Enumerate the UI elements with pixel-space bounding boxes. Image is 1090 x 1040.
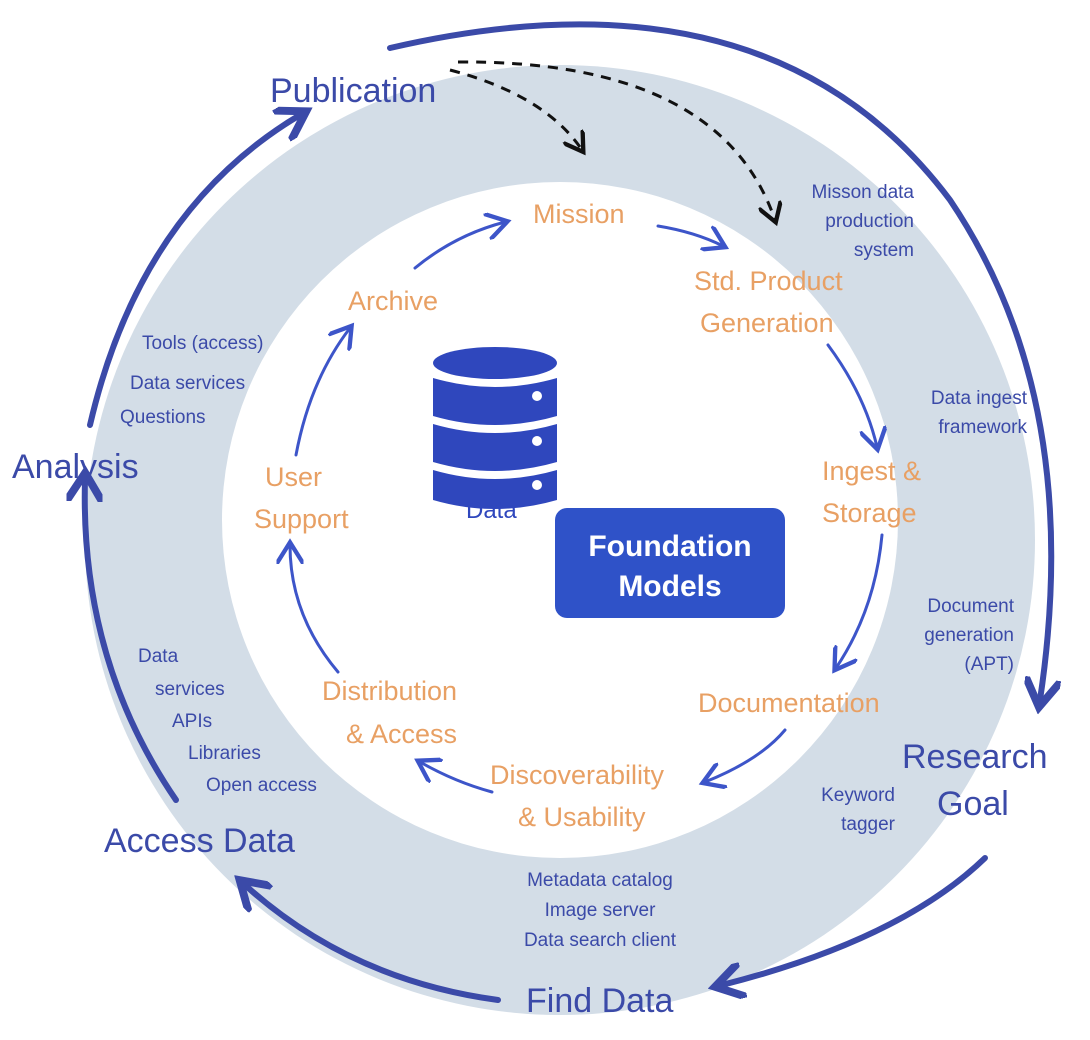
ingest-label-line2: Storage	[822, 498, 917, 528]
note-access-tools-line: services	[155, 679, 225, 700]
note-access-tools-line: APIs	[172, 711, 212, 732]
dashed-arrow-to-mission	[449, 68, 582, 150]
note-keyword-tagger-line: Keyword	[821, 785, 895, 806]
note-keyword-tagger-line: tagger	[841, 814, 896, 835]
discoverability-label-line2: & Usability	[518, 802, 646, 832]
note-analysis-tools: Tools (access) Data services Questions	[120, 333, 263, 428]
note-access-tools: Data services APIs Libraries Open access	[138, 646, 317, 796]
note-metadata-line: Image server	[545, 900, 657, 921]
inner-cycle-arrows	[290, 222, 884, 794]
note-data-ingest-line: Data ingest	[931, 388, 1028, 409]
note-mission-data: Misson data production system	[812, 182, 915, 261]
arrow-analysis-to-publication	[87, 115, 300, 428]
arrow-discoverability-to-distribution	[420, 762, 494, 794]
arrow-access-to-analysis	[85, 480, 179, 803]
data-label: Data	[466, 497, 517, 524]
outer-cycle-arrows	[85, 21, 1051, 1003]
note-document-generation-line: (APT)	[964, 654, 1014, 675]
publication-label: Publication	[270, 72, 436, 110]
research-goal-label-line2: Goal	[937, 785, 1009, 823]
std-product-label-line2: Generation	[700, 308, 834, 338]
note-mission-data-line: Misson data	[812, 182, 915, 203]
distribution-label-line2: & Access	[346, 719, 457, 749]
arrow-std-to-ingest	[826, 343, 877, 447]
note-keyword-tagger: Keyword tagger	[821, 785, 896, 835]
note-document-generation: Document generation (APT)	[924, 596, 1015, 675]
distribution-label-line1: Distribution	[322, 676, 457, 706]
user-support-label-line1: User	[265, 462, 322, 492]
user-support-label-line2: Support	[254, 504, 349, 534]
std-product-label-line1: Std. Product	[694, 266, 843, 296]
note-document-generation-line: generation	[924, 625, 1014, 646]
archive-label: Archive	[348, 286, 438, 316]
arrow-archive-to-mission	[413, 222, 505, 270]
note-analysis-tools-line: Data services	[130, 373, 245, 394]
arrow-documentation-to-discoverability	[705, 728, 787, 782]
note-analysis-tools-line: Questions	[120, 407, 206, 428]
foundation-models-label-line1: Foundation	[588, 530, 751, 563]
research-goal-label-line1: Research	[902, 738, 1048, 776]
foundation-models-label-line2: Models	[618, 570, 721, 603]
discoverability-label-line1: Discoverability	[490, 760, 665, 790]
note-access-tools-line: Data	[138, 646, 179, 667]
access-data-label: Access Data	[104, 822, 295, 860]
note-mission-data-line: system	[854, 240, 914, 261]
publication-dashed-arrows	[449, 60, 775, 220]
note-access-tools-line: Libraries	[188, 743, 261, 764]
note-metadata-line: Metadata catalog	[527, 870, 673, 891]
arrow-find-to-access	[245, 885, 501, 1003]
note-document-generation-line: Document	[927, 596, 1014, 617]
note-data-ingest: Data ingest framework	[931, 388, 1028, 438]
database-icon	[433, 347, 557, 509]
arrow-research-to-find	[722, 855, 988, 985]
note-access-tools-line: Open access	[206, 775, 317, 796]
arrow-user-to-archive	[294, 328, 350, 457]
arrow-distribution-to-user	[290, 545, 340, 674]
foundation-models-box	[555, 508, 785, 618]
arrow-mission-to-std	[656, 224, 723, 246]
documentation-label: Documentation	[698, 688, 880, 718]
arrow-publication-to-research	[387, 21, 1051, 700]
find-data-label: Find Data	[526, 982, 673, 1020]
note-analysis-tools-line: Tools (access)	[142, 333, 263, 354]
analysis-label: Analysis	[12, 448, 139, 486]
ingest-label-line1: Ingest &	[822, 456, 921, 486]
note-data-ingest-line: framework	[938, 417, 1027, 438]
note-metadata-line: Data search client	[524, 930, 677, 951]
arrow-ingest-to-documentation	[836, 533, 884, 668]
note-mission-data-line: production	[825, 211, 914, 232]
note-metadata: Metadata catalog Image server Data searc…	[524, 870, 677, 951]
mission-label: Mission	[533, 199, 625, 229]
